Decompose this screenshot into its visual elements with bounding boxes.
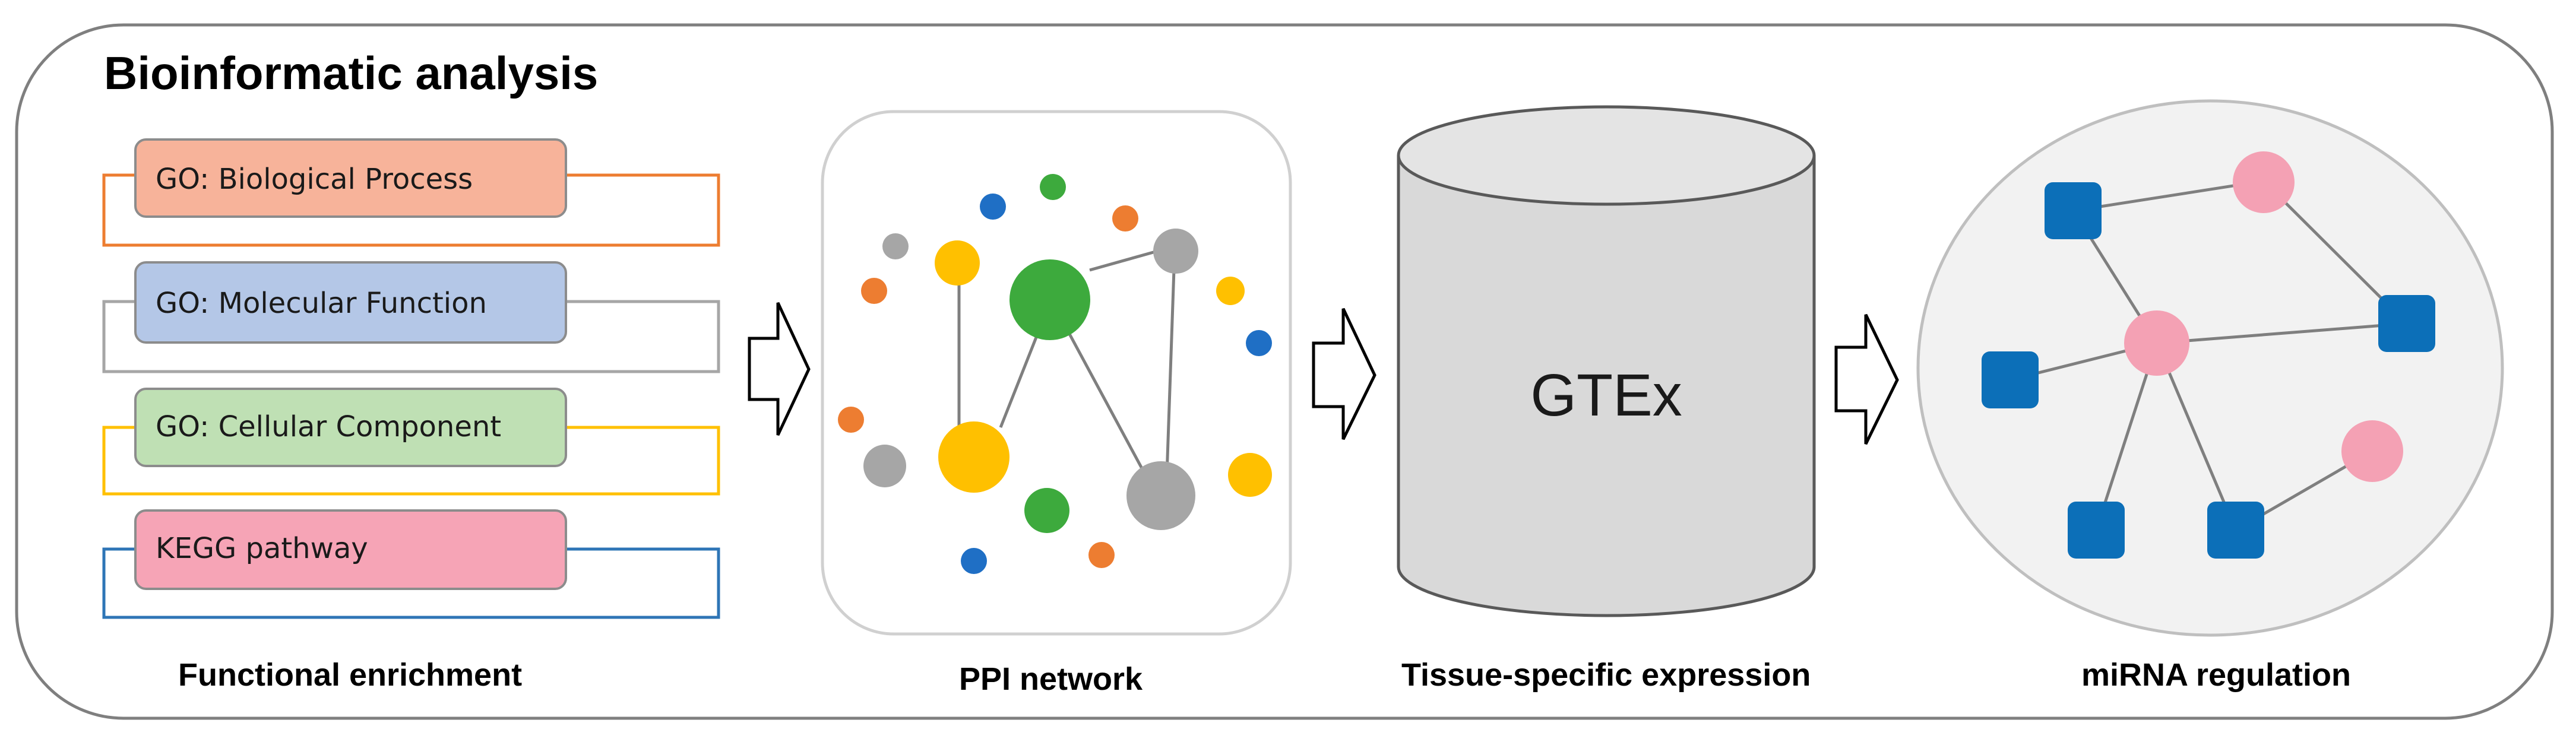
tissue-expression-caption: Tissue-specific expression: [1401, 657, 1811, 693]
gtex-cylinder-body: [1397, 156, 1816, 617]
enrichment-item-box-3: [134, 388, 567, 467]
arrow-right-icon: [748, 302, 811, 436]
ppi-node-yellow: [935, 240, 980, 286]
ppi-node-large-green: [1009, 259, 1090, 340]
gtex-cylinder-top: [1397, 105, 1816, 206]
enrichment-item-label-4: KEGG pathway: [156, 532, 368, 565]
mirna-edge: [2156, 322, 2407, 345]
target-gene-node: [2068, 502, 2125, 559]
enrichment-item-box-1: [134, 138, 567, 218]
enrichment-item-box-4: [134, 509, 567, 590]
target-gene-node: [2207, 502, 2264, 559]
enrichment-item-label-2: GO: Molecular Function: [156, 287, 487, 320]
ppi-edge: [1089, 248, 1164, 272]
ppi-edge: [1165, 252, 1176, 475]
ppi-node-gray-small: [882, 233, 909, 259]
ppi-node-blue-small: [961, 548, 987, 574]
ppi-node-large-gray: [1126, 461, 1195, 530]
target-gene-node: [2378, 295, 2435, 352]
mirna-edge: [2073, 179, 2264, 213]
mirna-node: [2341, 420, 2403, 482]
arrow-right-icon: [1312, 307, 1376, 440]
ppi-node-orange-small: [1088, 542, 1115, 568]
functional-enrichment-caption: Functional enrichment: [178, 657, 522, 693]
ppi-node-yellow-small: [1216, 277, 1245, 305]
mirna-edge: [2094, 343, 2159, 531]
ppi-node-green-small: [1040, 174, 1066, 200]
diagram-title: Bioinformatic analysis: [104, 47, 598, 99]
ppi-node-large-yellow: [938, 421, 1009, 493]
target-gene-node: [2045, 182, 2102, 239]
mirna-regulation-panel: miRNA regulation: [1916, 99, 2504, 693]
mirna-node: [2233, 151, 2295, 213]
mirna-regulation-caption: miRNA regulation: [2081, 657, 2351, 693]
ppi-node-yellow: [1228, 453, 1272, 497]
ppi-network-caption: PPI network: [959, 661, 1143, 697]
ppi-node-orange-small: [861, 278, 887, 304]
ppi-network-panel: PPI network: [821, 110, 1292, 697]
target-gene-node: [1982, 351, 2039, 408]
enrichment-item-label-1: GO: Biological Process: [156, 163, 473, 196]
enrichment-item-label-3: GO: Cellular Component: [156, 410, 501, 443]
functional-enrichment-panel: GO: Biological Process GO: Molecular Fun…: [102, 138, 720, 693]
enrichment-item-box-2: [134, 261, 567, 344]
ppi-node-orange-small: [838, 407, 864, 433]
gtex-label: GTEx: [1530, 362, 1682, 429]
arrow-right-icon: [1834, 313, 1899, 445]
ppi-node-green: [1024, 488, 1069, 533]
tissue-expression-panel: GTEx Tissue-specific expression: [1397, 105, 1816, 693]
mirna-node: [2124, 310, 2189, 376]
ppi-node-gray: [863, 445, 906, 487]
mirna-edge: [2155, 343, 2238, 531]
ppi-node-gray: [1153, 229, 1198, 274]
ppi-node-orange-small: [1112, 205, 1138, 232]
ppi-node-blue-small: [980, 194, 1006, 220]
ppi-node-blue-small: [1246, 330, 1272, 356]
